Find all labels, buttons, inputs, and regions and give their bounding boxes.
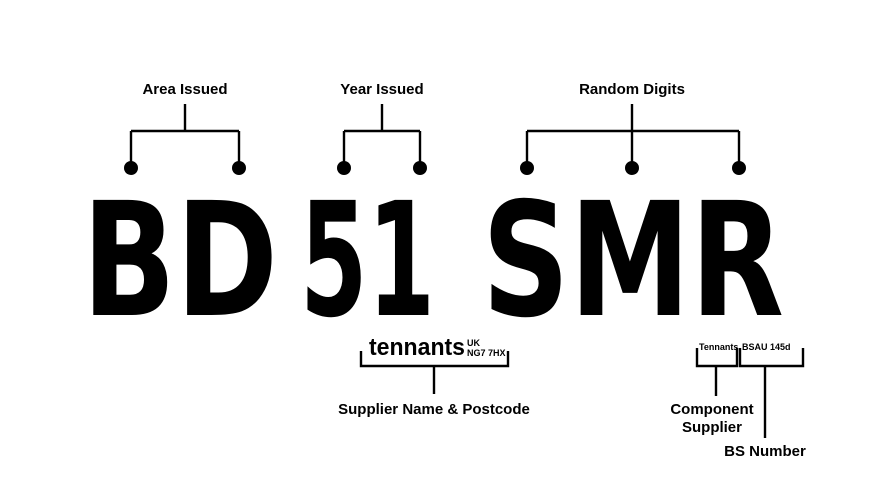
- random-digits-bracket: [520, 104, 746, 175]
- supplier-logo: tennants: [369, 334, 465, 361]
- random-digits-dot: [520, 161, 534, 175]
- supplier-name-postcode-label: Supplier Name & Postcode: [338, 401, 530, 418]
- supplier-postcode: NG7 7HX: [467, 348, 506, 358]
- component-supplier-label-line1: Component: [670, 401, 753, 418]
- component-supplier-bracket: [695, 348, 739, 396]
- bs-code-text: BSAU 145d: [742, 342, 791, 352]
- component-supplier-text: Tennants: [699, 342, 738, 352]
- year-issued-label: Year Issued: [340, 81, 423, 98]
- random-digits-label: Random Digits: [579, 81, 685, 98]
- year-issued-bracket: [337, 104, 427, 175]
- year-issued-dot: [413, 161, 427, 175]
- supplier-bracket: [359, 351, 510, 394]
- component-supplier-label-line2: Supplier: [682, 419, 742, 436]
- area-issued-dot: [124, 161, 138, 175]
- plate-random-letters: SMR: [482, 169, 784, 353]
- random-digits-dot: [625, 161, 639, 175]
- bs-number-label: BS Number: [724, 443, 806, 460]
- random-digits-dot: [732, 161, 746, 175]
- area-issued-bracket: [124, 104, 246, 175]
- plate-year-code: 51: [300, 169, 435, 353]
- area-issued-label: Area Issued: [142, 81, 227, 98]
- supplier-country: UK: [467, 338, 480, 348]
- bs-number-bracket: [738, 348, 805, 438]
- plate-area-code: BD: [82, 169, 278, 353]
- plate-characters: BD 51 SMR: [82, 169, 784, 353]
- area-issued-dot: [232, 161, 246, 175]
- component-marking: Tennants BSAU 145d: [699, 342, 791, 352]
- supplier-marking: tennants UK NG7 7HX: [369, 334, 506, 361]
- year-issued-dot: [337, 161, 351, 175]
